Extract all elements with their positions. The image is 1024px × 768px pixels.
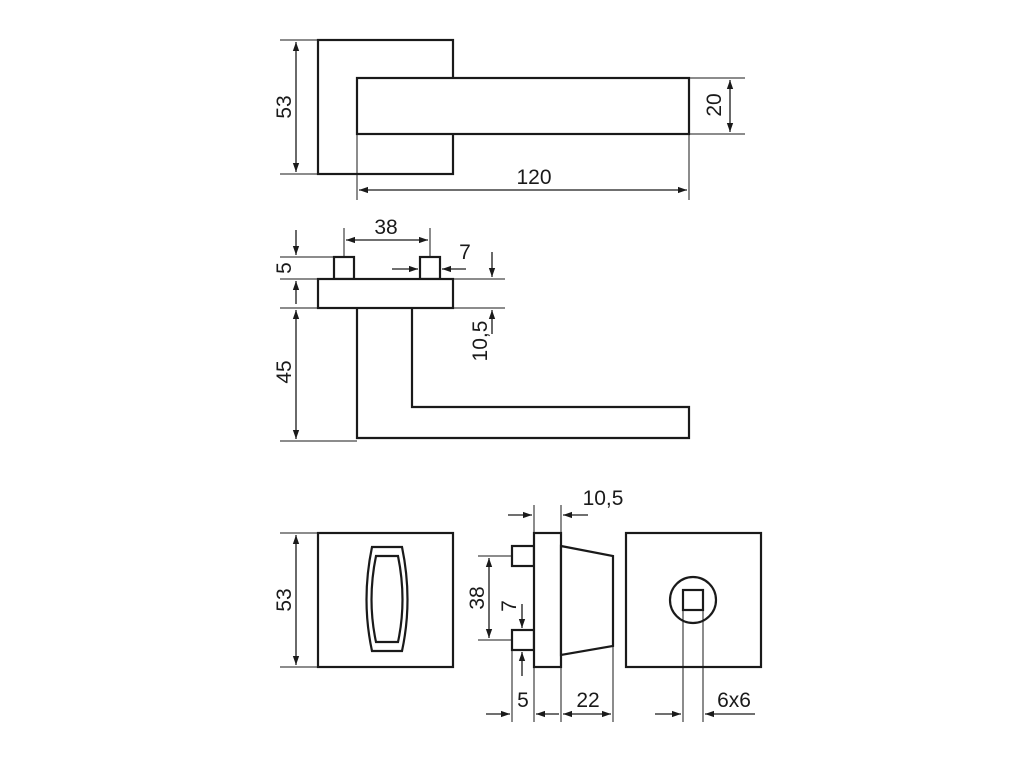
top-lever bbox=[355, 76, 691, 136]
dim-label-wc-rose-thickness: 10,5 bbox=[583, 487, 624, 510]
side-pin-right bbox=[418, 255, 442, 281]
dim-label-wc-knob-depth: 22 bbox=[576, 689, 599, 712]
dim-label-wc-pin-depth: 5 bbox=[517, 689, 529, 712]
wc-side-pin-top bbox=[510, 544, 536, 568]
dim-label-spindle: 6x6 bbox=[717, 689, 751, 712]
dim-label-rose-thickness: 10,5 bbox=[469, 321, 492, 362]
dim-label-pin-height: 5 bbox=[273, 262, 296, 274]
dim-label-handle-length: 120 bbox=[516, 166, 551, 189]
dim-label-pin-width: 7 bbox=[459, 241, 471, 264]
dim-label-wc-pin-width: 7 bbox=[498, 600, 521, 612]
wc-side-view: 10,5 38 7 5 22 bbox=[466, 487, 623, 722]
wc-side-pin-bottom bbox=[510, 628, 536, 652]
top-view: 53 20 120 bbox=[273, 38, 745, 200]
side-rose bbox=[316, 277, 455, 310]
dim-label-wc-rose-height: 53 bbox=[273, 588, 296, 611]
wc-side-knob bbox=[559, 544, 615, 657]
dim-label-top-height: 53 bbox=[273, 95, 296, 118]
side-view: 38 7 5 10,5 45 bbox=[273, 216, 691, 442]
side-lever-profile bbox=[355, 308, 691, 440]
dim-label-wc-pin-spacing: 38 bbox=[466, 586, 489, 609]
dim-label-pin-spacing: 38 bbox=[374, 216, 397, 239]
wc-knob-front-view: 53 bbox=[273, 531, 455, 669]
wc-spindle-square bbox=[681, 588, 705, 612]
dim-label-handle-drop: 45 bbox=[273, 360, 296, 383]
wc-turn-knob-inner bbox=[370, 554, 404, 644]
wc-side-rose bbox=[532, 531, 563, 669]
wc-release-view: 6x6 bbox=[624, 531, 763, 722]
wc-turn-knob-outer bbox=[365, 545, 409, 653]
side-pin-left bbox=[332, 255, 356, 281]
dim-label-handle-thickness: 20 bbox=[703, 93, 726, 116]
